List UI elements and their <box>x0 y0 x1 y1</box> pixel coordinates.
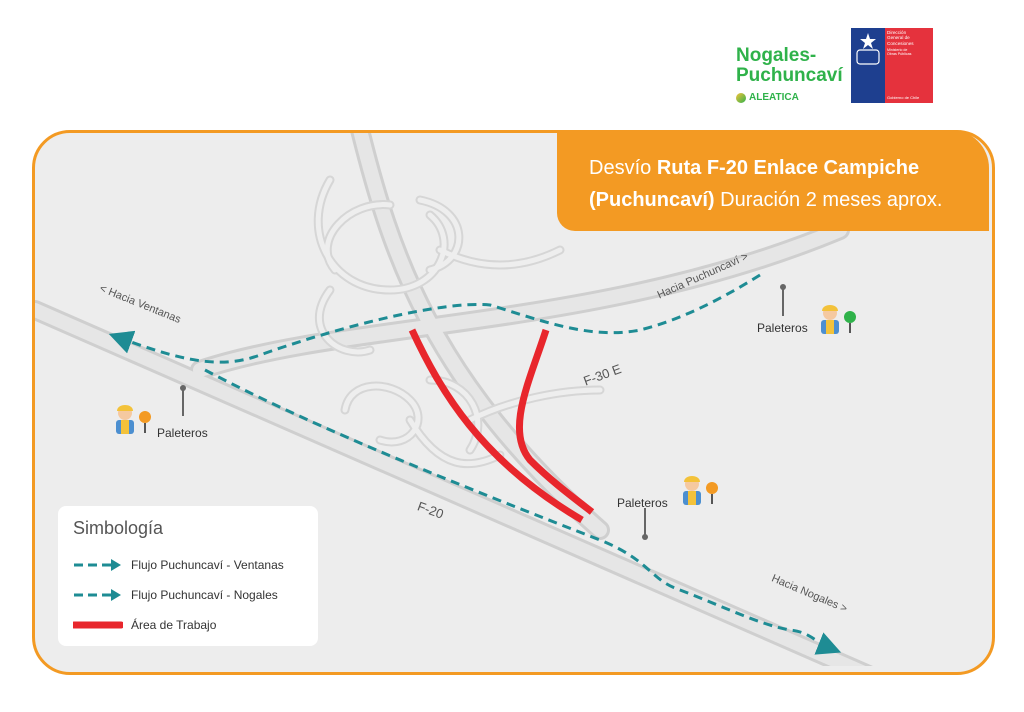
gov-footer: Gobierno de Chile <box>887 94 920 100</box>
brand-name-line2: Puchuncaví <box>736 65 843 86</box>
dashed-arrow-icon <box>74 559 121 571</box>
legend-label-ventanas: Flujo Puchuncaví - Ventanas <box>131 558 284 572</box>
operator-logo: ALEATICA <box>736 88 843 108</box>
paleteros-label-south: Paleteros <box>617 496 668 510</box>
title-prefix: Desvío <box>589 157 657 179</box>
detour-route-nogales <box>204 368 842 655</box>
brand-logo: Nogales- Puchuncaví ALEATICA <box>736 46 843 108</box>
legend-label-work-area: Área de Trabajo <box>131 618 217 632</box>
dashed-arrow-icon <box>74 589 121 601</box>
legend-item-ventanas: Flujo Puchuncaví - Ventanas <box>73 558 284 572</box>
worker-icon <box>683 476 718 505</box>
detour-title: Desvío Ruta F-20 Enlace Campiche (Puchun… <box>557 130 989 231</box>
legend-label-nogales: Flujo Puchuncaví - Nogales <box>131 588 278 602</box>
legend-title: Simbología <box>73 518 164 538</box>
work-area <box>408 328 595 524</box>
chile-coat-of-arms-icon <box>851 28 885 103</box>
work-area-line-icon <box>73 621 123 629</box>
government-logo: Dirección General de Concesiones Ministe… <box>851 28 933 103</box>
gov-ministry-line1: Ministerio de <box>887 47 908 52</box>
detour-route-ventanas <box>108 273 761 364</box>
map-legend: Simbología Flujo Puchuncaví - Ventanas F… <box>58 506 318 646</box>
legend-item-nogales: Flujo Puchuncaví - Nogales <box>73 588 278 602</box>
brand-name-line1: Nogales- <box>736 45 817 66</box>
government-text: Dirección General de Concesiones Ministe… <box>885 28 933 103</box>
title-location: (Puchuncaví) <box>589 189 715 211</box>
gov-line1: Dirección <box>887 30 907 35</box>
worker-icon <box>116 405 151 434</box>
title-duration: Duración 2 meses aprox. <box>714 189 943 211</box>
gov-ministry: Ministerio de Obras Públicas <box>887 48 931 57</box>
title-route: Ruta F-20 Enlace Campiche <box>656 157 920 179</box>
paletero-signposts <box>182 287 784 537</box>
aleatica-icon <box>736 93 746 103</box>
operator-name: ALEATICA <box>749 92 799 103</box>
paleteros-label-west: Paleteros <box>157 426 208 440</box>
gov-ministry-line2: Obras Públicas <box>887 52 912 57</box>
gov-line2: General de <box>887 35 910 41</box>
paleteros-label-east: Paleteros <box>757 321 808 335</box>
worker-icon <box>821 305 856 334</box>
legend-item-work-area: Área de Trabajo <box>73 618 216 632</box>
gov-line3: Concesiones <box>887 40 914 46</box>
